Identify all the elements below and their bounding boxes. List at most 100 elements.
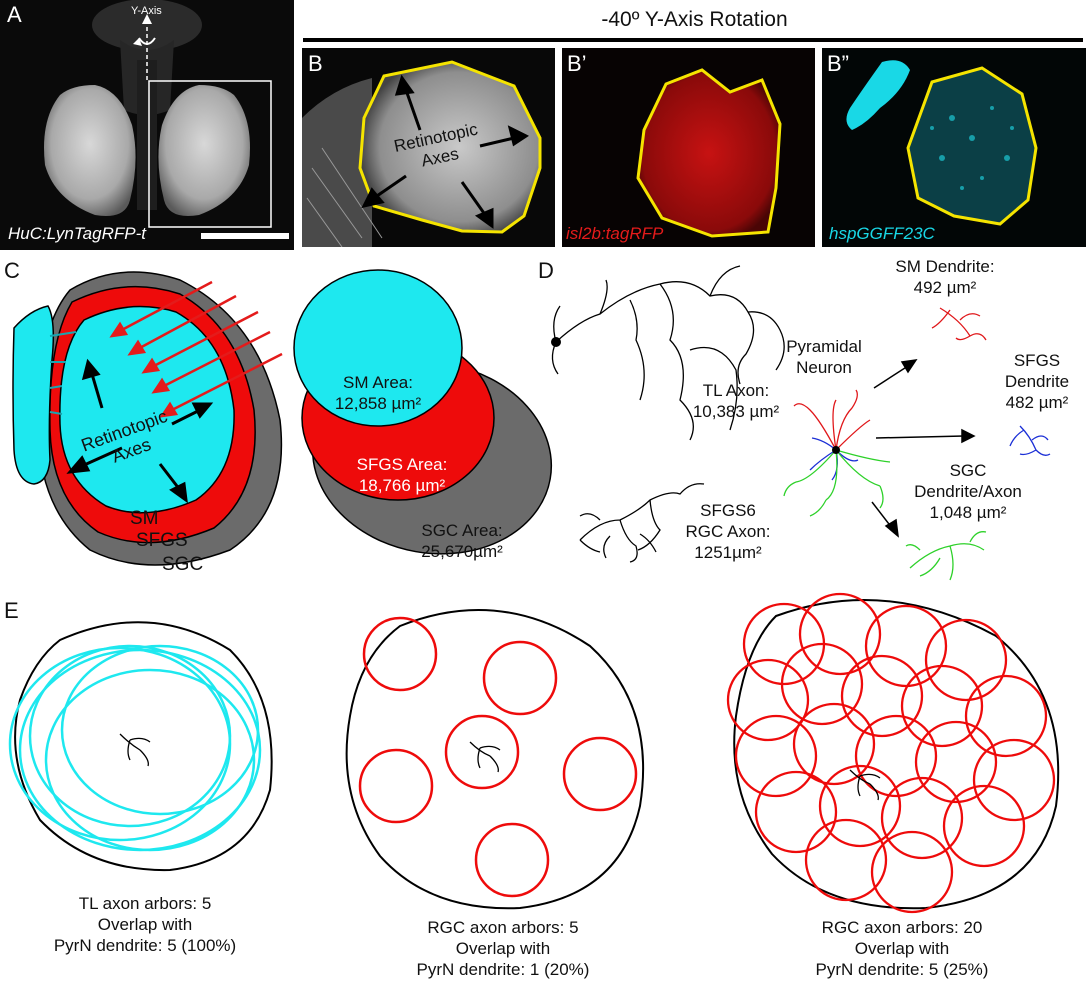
- sm-area-ellipse: [293, 269, 463, 427]
- tl-axon-trace: [551, 265, 785, 441]
- sfgs-area-line2: 18,766 µm²: [358, 476, 446, 495]
- e1-tectum-outline: [14, 621, 273, 872]
- sgc-dendrite-line1: SGC: [949, 461, 987, 480]
- panel-b2-micrograph: [822, 48, 1086, 247]
- sgc-area-line1: SGC Area:: [421, 521, 503, 540]
- cyan-dendrite-bar: [12, 305, 55, 485]
- panel-c-diagram: [12, 269, 553, 566]
- e2-caption-line1: RGC axon arbors: 5: [427, 918, 579, 937]
- sfgs-dendrite-line3: 482 µm²: [1005, 393, 1069, 412]
- panel-e3-diagram: [726, 592, 1060, 914]
- panel-d-letter: D: [538, 258, 554, 283]
- sfgs-area-label: SFGS Area: 18,766 µm²: [340, 454, 464, 496]
- panel-e-letter: E: [4, 598, 19, 623]
- panel-d-arrows: [871, 359, 976, 538]
- sgc-dendrite-line2: Dendrite/Axon: [914, 482, 1022, 501]
- sm-layer-label: SM: [130, 508, 159, 529]
- sm-dendrite-line1: SM Dendrite:: [895, 257, 995, 276]
- rotation-inset-box: [148, 80, 272, 228]
- sfgs6-line1: SFGS6: [700, 501, 756, 520]
- panel-b2-image: [822, 48, 1086, 247]
- e3-tectum-outline: [733, 599, 1060, 910]
- sm-layer: [59, 305, 235, 514]
- panel-e2-diagram: [345, 609, 645, 910]
- sfgs-dendrite-line2: Dendrite: [1004, 372, 1070, 391]
- panel-a-image: [0, 0, 294, 250]
- sgc-area-label: SGC Area: 25,670µm²: [400, 520, 524, 562]
- panel-b2-letter: B”: [827, 51, 849, 76]
- panel-b-axis-arrows: [361, 74, 529, 229]
- pyramidal-neuron-full: [783, 389, 891, 517]
- e1-caption: TL axon arbors: 5 Overlap with PyrN dend…: [40, 893, 250, 956]
- tl-axon-line2: 10,383 µm²: [692, 402, 780, 421]
- sfgs-area-line1: SFGS Area:: [356, 455, 448, 474]
- e3-caption-line3: PyrN dendrite: 5 (25%): [815, 960, 989, 979]
- sgc-dendrite-trace: [905, 531, 987, 581]
- sfgs6-label: SFGS6 RGC Axon: 1251µm²: [674, 500, 782, 563]
- panel-c-axis-arrows: [66, 358, 214, 504]
- panel-e1-diagram: [8, 621, 273, 872]
- panel-b1-tectum-outline: [636, 68, 782, 238]
- sgc-area-line2: 25,670µm²: [421, 542, 503, 561]
- e2-tectum-outline: [345, 609, 645, 910]
- tl-axon-arbor-circles: [8, 644, 262, 852]
- panel-b1-micrograph: [562, 48, 815, 247]
- panel-b1-image: [562, 48, 815, 247]
- red-input-arrows: [109, 280, 283, 418]
- sm-area-line2: 12,858 µm²: [334, 394, 422, 413]
- e1-pyrn-dendrite: [119, 733, 151, 767]
- sm-dendrite-line2: 492 µm²: [913, 278, 977, 297]
- rotation-title-rule: [303, 38, 1083, 42]
- e3-caption: RGC axon arbors: 20 Overlap with PyrN de…: [792, 917, 1012, 980]
- panel-d-diagram: [551, 265, 1051, 581]
- e2-caption-line2: Overlap with: [455, 939, 551, 958]
- panel-b-image: [302, 48, 555, 247]
- e2-caption-line3: PyrN dendrite: 1 (20%): [416, 960, 590, 979]
- huc-line-label: HuC:LynTagRFP-t: [8, 224, 146, 243]
- sfgs-dendrite-line1: SFGS: [1013, 351, 1061, 370]
- rgc-axon-arbor-circles-20: [726, 592, 1056, 914]
- sfgs6-axon-trace: [579, 483, 705, 563]
- sm-area-line1: SM Area:: [343, 373, 413, 392]
- tl-axon-label: TL Axon: 10,383 µm²: [676, 380, 796, 422]
- sgc-dendrite-line3: 1,048 µm²: [929, 503, 1007, 522]
- hspggff-label: hspGGFF23C: [829, 224, 935, 243]
- rgc-axon-arbor-circles-5: [358, 616, 638, 898]
- scale-bar: [201, 233, 289, 239]
- panel-c-letter: C: [4, 258, 20, 283]
- panel-b-letter: B: [308, 51, 323, 76]
- panel-a-micrograph: [0, 0, 294, 250]
- sgc-layer-label: SGC: [162, 554, 204, 575]
- rotation-title: -40º Y-Axis Rotation: [601, 8, 788, 31]
- sm-dendrite-trace: [931, 307, 987, 341]
- right-tectal-lobe: [158, 85, 250, 216]
- e1-caption-line2: Overlap with: [97, 915, 193, 934]
- e3-caption-line1: RGC axon arbors: 20: [821, 918, 983, 937]
- cyan-connectors: [49, 331, 77, 415]
- left-tectal-lobe: [44, 85, 136, 216]
- sm-area-label: SM Area: 12,858 µm²: [320, 372, 436, 414]
- y-axis-label: Y-Axis: [131, 5, 162, 17]
- panel-b2-tectum-outline: [906, 66, 1038, 226]
- e1-caption-line3: PyrN dendrite: 5 (100%): [53, 936, 237, 955]
- panel-b-tectum-outline: [358, 60, 542, 234]
- cyan-cluster: [846, 60, 910, 131]
- pyramidal-neuron-label: Pyramidal Neuron: [774, 336, 874, 378]
- panel-a-letter: A: [7, 2, 22, 27]
- sm-dendrite-label: SM Dendrite: 492 µm²: [880, 256, 1010, 298]
- e2-caption: RGC axon arbors: 5 Overlap with PyrN den…: [398, 917, 608, 980]
- pyramidal-line1: Pyramidal: [786, 337, 862, 356]
- panel-b1-letter: B’: [567, 51, 587, 76]
- isl2b-label: isl2b:tagRFP: [566, 224, 664, 243]
- tl-axon-line1: TL Axon:: [702, 381, 770, 400]
- e3-caption-line2: Overlap with: [854, 939, 950, 958]
- sfgs-layer-label: SFGS: [136, 530, 188, 551]
- e2-pyrn-dendrite: [469, 741, 501, 773]
- sfgs6-line3: 1251µm²: [694, 543, 762, 562]
- sfgs-dendrite-label: SFGS Dendrite 482 µm²: [992, 350, 1082, 413]
- sfgs6-line2: RGC Axon:: [685, 522, 771, 541]
- e3-pyrn-dendrite: [849, 769, 881, 801]
- e1-caption-line1: TL axon arbors: 5: [78, 894, 212, 913]
- sfgs-dendrite-trace: [1009, 425, 1051, 456]
- sgc-dendrite-label: SGC Dendrite/Axon 1,048 µm²: [898, 460, 1038, 523]
